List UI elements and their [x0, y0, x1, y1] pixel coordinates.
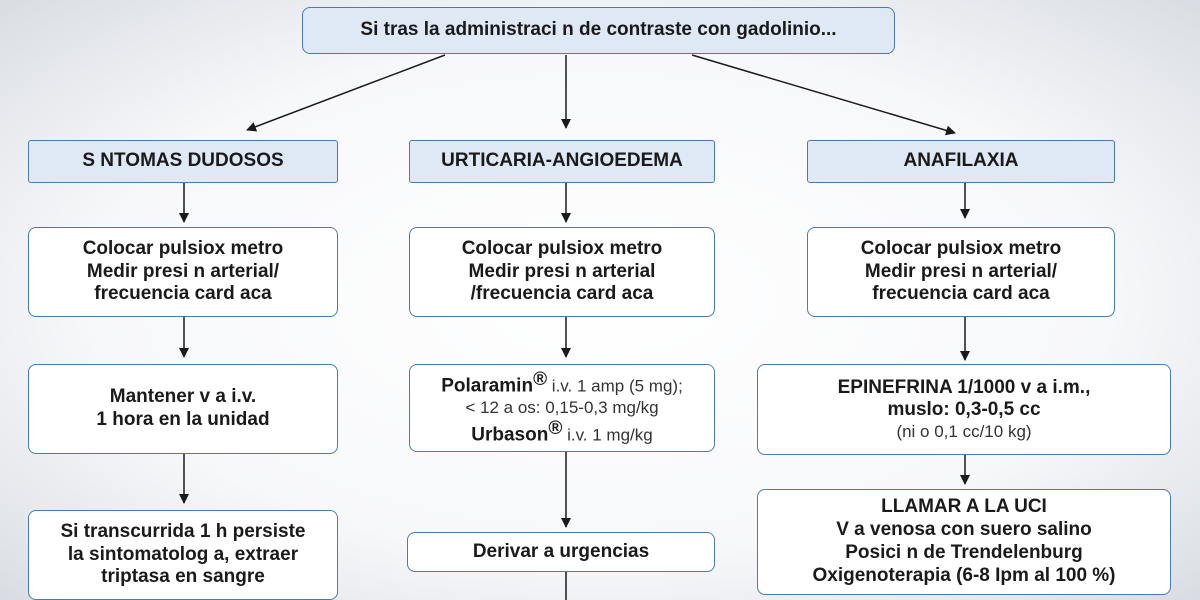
center-medication-box: Polaramin® i.v. 1 amp (5 mg); < 12 a os:…	[409, 364, 715, 452]
left-iv-box: Mantener v a i.v. 1 hora en la unidad	[28, 364, 338, 454]
header-label: S NTOMAS DUDOSOS	[82, 150, 284, 172]
epinefrina-line-3: (ni o 0,1 cc/10 kg)	[896, 422, 1032, 442]
pediatric-dose: < 12 a os: 0,15-0,3 mg/kg	[465, 397, 659, 417]
polaramin-line: Polaramin® i.v. 1 amp (5 mg);	[441, 369, 683, 398]
urbason-line: Urbason® i.v. 1 mg/kg	[471, 418, 652, 447]
right-monitor-line-1: Colocar pulsiox metro	[860, 237, 1062, 259]
derivar-urgencias-box: Derivar a urgencias	[407, 532, 715, 572]
uci-box: LLAMAR A LA UCI V a venosa con suero sal…	[757, 489, 1171, 595]
urbason-name: Urbason	[471, 424, 549, 446]
uci-line-1: LLAMAR A LA UCI	[881, 496, 1047, 518]
left-monitor-line-2: Medir presi n arterial/	[86, 260, 280, 282]
polaramin-dose: i.v. 1 amp (5 mg);	[547, 376, 683, 395]
title-text: Si tras la administraci n de contraste c…	[360, 19, 837, 41]
right-monitor-line-2: Medir presi n arterial/	[864, 260, 1058, 282]
left-triptasa-line-2: la sintomatolog a, extraer	[67, 543, 299, 565]
arrow-title-to-right	[691, 54, 956, 136]
title-box: Si tras la administraci n de contraste c…	[302, 7, 895, 54]
urbason-registered-mark: ®	[548, 418, 563, 440]
polaramin-name: Polaramin	[441, 375, 534, 396]
left-triptasa-box: Si transcurrida 1 h persiste la sintomat…	[28, 510, 338, 600]
right-monitor-line-3: frecuencia card aca	[872, 283, 1050, 305]
center-monitor-line-3: /frecuencia card aca	[470, 283, 654, 305]
epinefrina-box: EPINEFRINA 1/1000 v a i.m., muslo: 0,3-0…	[757, 364, 1171, 455]
left-monitor-box: Colocar pulsiox metro Medir presi n arte…	[28, 227, 338, 317]
epinefrina-line-1: EPINEFRINA 1/1000 v a i.m.,	[837, 376, 1091, 398]
urbason-dose: i.v. 1 mg/kg	[562, 425, 653, 445]
left-monitor-line-1: Colocar pulsiox metro	[82, 237, 284, 259]
left-triptasa-line-3: triptasa en sangre	[101, 566, 265, 588]
epinefrina-line-2: muslo: 0,3-0,5 cc	[887, 399, 1041, 421]
uci-line-2: V a venosa con suero salino	[836, 519, 1092, 541]
center-monitor-line-2: Medir presi n arterial	[468, 260, 656, 282]
uci-line-3: Posici n de Trendelenburg	[845, 542, 1083, 563]
header-label: URTICARIA-ANGIOEDEMA	[441, 150, 683, 172]
arrow-title-to-left	[246, 54, 446, 132]
left-triptasa-line-1: Si transcurrida 1 h persiste	[60, 520, 306, 542]
header-label: ANAFILAXIA	[903, 150, 1019, 172]
uci-line-4: Oxigenoterapia (6-8 Ipm al 100 %)	[812, 564, 1116, 586]
left-monitor-line-3: frecuencia card aca	[94, 283, 272, 305]
polaramin-registered-mark: ®	[533, 368, 548, 390]
header-sintomas-dudosos: S NTOMAS DUDOSOS	[28, 140, 338, 183]
left-iv-line-1: Mantener v a i.v.	[109, 386, 257, 408]
left-iv-line-2: 1 hora en la unidad	[96, 409, 270, 430]
header-urticaria-angioedema: URTICARIA-ANGIOEDEMA	[409, 140, 715, 183]
center-monitor-box: Colocar pulsiox metro Medir presi n arte…	[409, 227, 715, 317]
right-monitor-box: Colocar pulsiox metro Medir presi n arte…	[807, 227, 1115, 317]
header-anafilaxia: ANAFILAXIA	[807, 140, 1115, 183]
center-monitor-line-1: Colocar pulsiox metro	[461, 237, 663, 259]
derivar-urgencias-label: Derivar a urgencias	[472, 540, 650, 562]
